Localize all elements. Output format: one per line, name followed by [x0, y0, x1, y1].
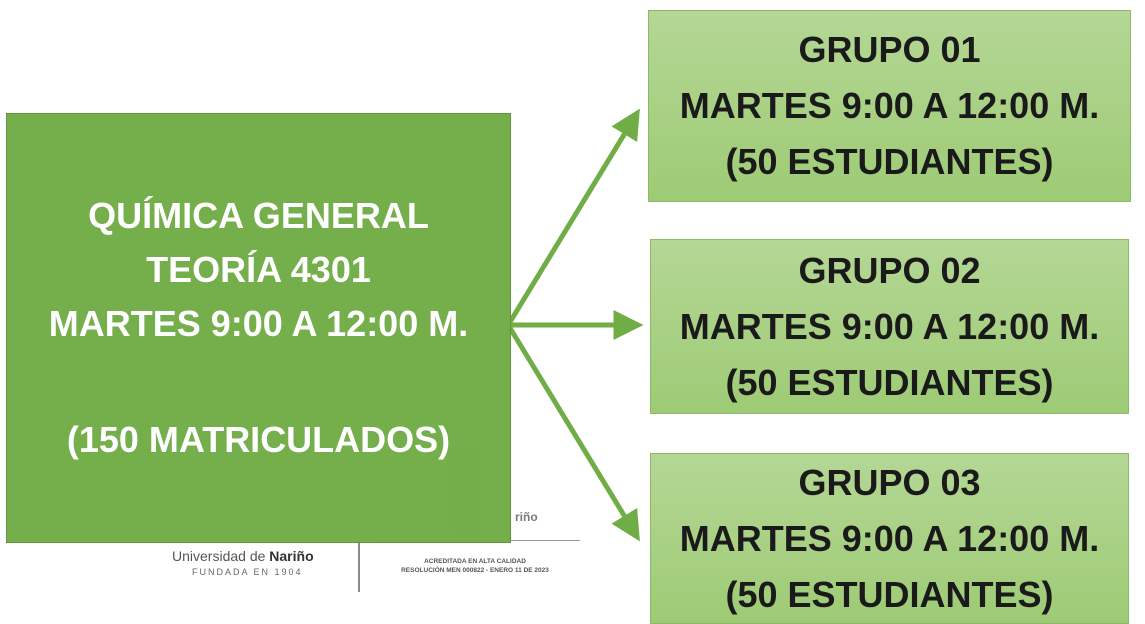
group-title: GRUPO 03: [798, 461, 981, 503]
logo-accreditation: ACREDITADA EN ALTA CALIDAD RESOLUCIÓN ME…: [380, 557, 570, 575]
group-students: (50 ESTUDIANTES): [725, 361, 1054, 403]
group-schedule: MARTES 9:00 A 12:00 M.: [679, 517, 1100, 559]
course-box: QUÍMICA GENERAL TEORÍA 4301 MARTES 9:00 …: [6, 113, 511, 543]
arrow-to-group-03: [507, 326, 640, 542]
logo-university-bold: Nariño: [269, 548, 314, 564]
logo-university-prefix: Universidad de: [172, 548, 270, 564]
course-enrolled: (150 MATRICULADOS): [66, 419, 451, 460]
course-code: TEORÍA 4301: [146, 249, 371, 290]
logo-university-name: Universidad de Nariño: [172, 548, 314, 564]
group-students: (50 ESTUDIANTES): [725, 141, 1054, 182]
group-schedule: MARTES 9:00 A 12:00 M.: [679, 85, 1100, 126]
logo-accreditation-line1: ACREDITADA EN ALTA CALIDAD: [424, 558, 526, 565]
course-name: QUÍMICA GENERAL: [88, 195, 429, 236]
logo-divider: [358, 540, 360, 592]
group-box-01: GRUPO 01 MARTES 9:00 A 12:00 M. (50 ESTU…: [648, 10, 1131, 202]
logo-accreditation-line2: RESOLUCIÓN MEN 000822 - ENERO 11 DE 2023: [401, 567, 549, 574]
course-schedule: MARTES 9:00 A 12:00 M.: [48, 303, 469, 344]
group-students: (50 ESTUDIANTES): [725, 573, 1054, 615]
logo-partial-word: riño: [515, 510, 538, 524]
group-box-02: GRUPO 02 MARTES 9:00 A 12:00 M. (50 ESTU…: [650, 239, 1129, 414]
arrow-to-group-01: [507, 108, 640, 324]
group-box-03: GRUPO 03 MARTES 9:00 A 12:00 M. (50 ESTU…: [650, 453, 1129, 624]
logo-founded: FUNDADA EN 1904: [192, 567, 303, 577]
group-schedule: MARTES 9:00 A 12:00 M.: [679, 305, 1100, 347]
group-title: GRUPO 02: [798, 249, 981, 291]
group-title: GRUPO 01: [798, 29, 981, 70]
